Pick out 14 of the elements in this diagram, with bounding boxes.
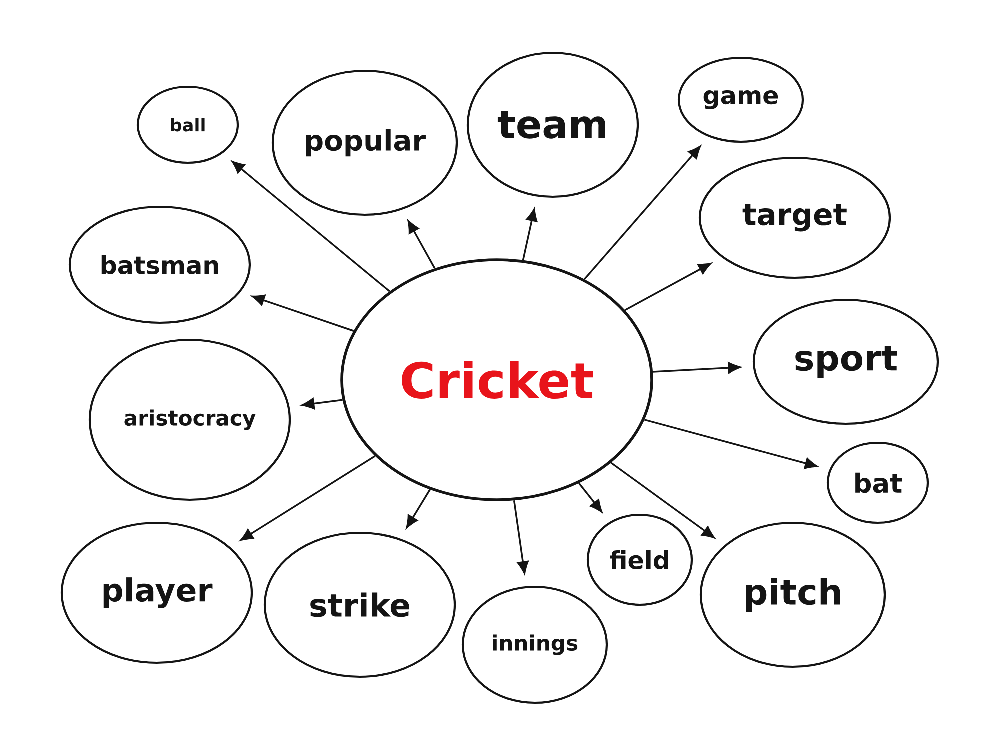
arrow bbox=[584, 146, 701, 280]
arrow bbox=[644, 419, 818, 470]
arrow bbox=[513, 500, 529, 574]
arrow bbox=[610, 462, 715, 539]
arrow bbox=[232, 161, 390, 292]
arrow bbox=[522, 208, 538, 260]
arrow bbox=[252, 294, 354, 332]
arrow bbox=[302, 398, 343, 410]
arrow bbox=[578, 482, 603, 513]
arrow bbox=[653, 362, 741, 374]
arrow bbox=[240, 456, 376, 541]
arrow bbox=[408, 220, 436, 269]
arrow bbox=[406, 489, 431, 528]
arrow bbox=[624, 263, 712, 312]
